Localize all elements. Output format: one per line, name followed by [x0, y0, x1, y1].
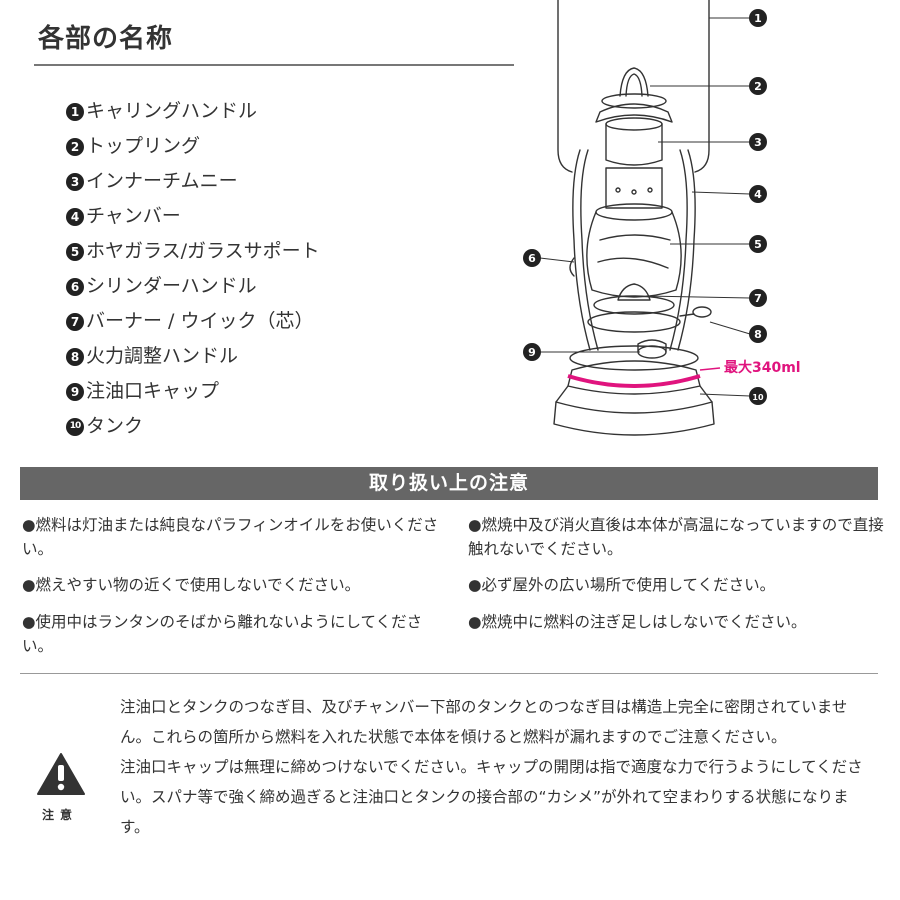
callout-label: 6 [528, 252, 536, 265]
number-badge: 8 [66, 347, 84, 366]
callout-4 [749, 185, 767, 203]
callout-5 [749, 235, 767, 253]
callout-8 [749, 325, 767, 343]
callout-2 [749, 77, 767, 95]
callout-label: 7 [754, 292, 762, 305]
part-label: 火力調整ハンドル [86, 345, 239, 367]
page-title: 各部の名称 [38, 24, 174, 54]
warning-paragraph: 注油口キャップは無理に締めつけないでください。キャップの開閉は指で適度な力で行う… [120, 758, 863, 836]
callout-label: 10 [752, 393, 764, 402]
caution-item: ●燃焼中及び消火直後は本体が高温になっていますので直接触れないでください。 [468, 516, 884, 558]
callout-label: 9 [528, 346, 536, 359]
number-badge: 5 [66, 242, 84, 261]
number-badge: 7 [66, 312, 84, 331]
callout-6 [523, 249, 541, 267]
callout-label: 1 [754, 12, 762, 25]
number-badge: 9 [66, 382, 84, 401]
warning-paragraph: 注油口とタンクのつなぎ目、及びチャンバー下部のタンクとのつなぎ目は構造上完全に密… [120, 698, 848, 746]
callout-label: 8 [754, 328, 762, 341]
callout-label: 5 [754, 238, 762, 251]
caution-item: ●燃焼中に燃料の注ぎ足しはしないでください。 [468, 613, 807, 631]
callout-label: 3 [754, 136, 762, 149]
part-label: ホヤガラス/ガラスサポート [86, 240, 320, 262]
caution-item: ●燃えやすい物の近くで使用しないでください。 [22, 576, 361, 594]
caution-item: ●使用中はランタンのそばから離れないようにしてください。 [22, 613, 423, 655]
number-badge: 3 [66, 172, 84, 191]
number-badge: 4 [66, 207, 84, 226]
part-label: タンク [86, 415, 144, 437]
part-label: 注油口キャップ [86, 380, 220, 402]
title-divider [34, 64, 514, 66]
caution-header: 取り扱い上の注意 [20, 467, 878, 500]
part-label: インナーチムニー [86, 170, 238, 192]
part-label: バーナー / ウイック（芯） [86, 310, 314, 332]
part-label: シリンダーハンドル [86, 275, 257, 297]
number-badge: 10 [66, 417, 84, 436]
warning-label: 注意 [42, 808, 79, 822]
callout-3 [749, 133, 767, 151]
part-label: キャリングハンドル [86, 100, 258, 122]
number-badge: 1 [66, 102, 84, 121]
callout-1 [749, 9, 767, 27]
warning-text: 注油口とタンクのつなぎ目、及びチャンバー下部のタンクとのつなぎ目は構造上完全に密… [120, 692, 870, 842]
caution-item: ●必ず屋外の広い場所で使用してください。 [468, 576, 776, 594]
caution-item: ●燃料は灯油または純良なパラフィンオイルをお使いください。 [22, 516, 439, 558]
capacity-label: 最大340ml [724, 359, 801, 376]
number-badge: 2 [66, 137, 84, 156]
callout-7 [749, 289, 767, 307]
part-label: チャンバー [86, 205, 181, 227]
section-divider [20, 673, 878, 674]
callout-10 [749, 387, 767, 405]
callout-label: 4 [754, 188, 762, 201]
number-badge: 6 [66, 277, 84, 296]
part-label: トップリング [86, 135, 201, 157]
callout-label: 2 [754, 80, 762, 93]
callout-9 [523, 343, 541, 361]
lantern-diagram: 最大340ml 1 2 3 4 5 6 7 8 9 10 [523, 0, 801, 436]
warning-triangle-icon [37, 753, 85, 795]
